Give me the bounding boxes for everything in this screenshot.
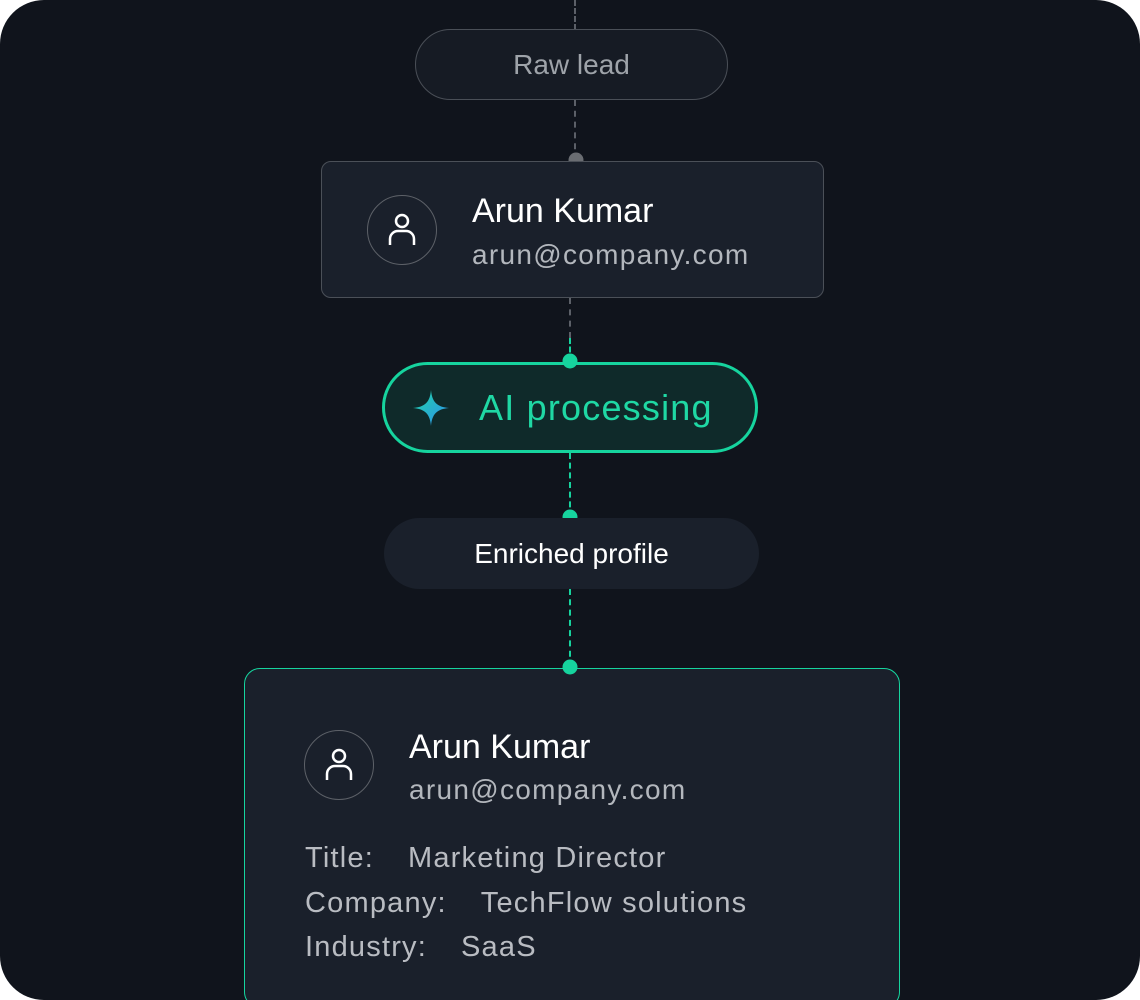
connector-line: [569, 589, 571, 667]
detail-label: Company:: [305, 887, 447, 919]
lead-name: Arun Kumar: [409, 728, 591, 766]
enriched-profile-pill: Enriched profile: [384, 518, 759, 589]
detail-label: Industry:: [305, 931, 428, 963]
lead-email: arun@company.com: [409, 774, 687, 805]
raw-lead-card: Arun Kumar arun@company.com: [321, 161, 824, 298]
connector-dot: [562, 353, 578, 369]
detail-label: Title:: [305, 842, 374, 874]
detail-row-title: Title: Marketing Director: [305, 842, 666, 875]
connector-dot: [562, 659, 578, 675]
raw-lead-label: Raw lead: [513, 48, 630, 80]
ai-processing-label: AI processing: [479, 386, 713, 428]
detail-value: TechFlow solutions: [480, 887, 748, 919]
connector-line: [574, 0, 576, 30]
ai-processing-pill: AI processing: [382, 362, 758, 453]
enriched-profile-card: Arun Kumar arun@company.com Title: Market…: [244, 668, 900, 1000]
enriched-profile-label: Enriched profile: [474, 537, 669, 569]
connector-line: [569, 338, 571, 361]
detail-value: SaaS: [461, 931, 537, 963]
connector-line: [569, 453, 571, 517]
detail-value: Marketing Director: [407, 842, 667, 874]
avatar: [367, 195, 437, 265]
connector-line: [574, 100, 576, 160]
sparkle-icon: [413, 389, 449, 426]
detail-row-company: Company: TechFlow solutions: [305, 887, 747, 920]
detail-row-industry: Industry: SaaS: [305, 931, 537, 964]
avatar: [304, 730, 374, 800]
lead-name: Arun Kumar: [472, 192, 654, 230]
user-icon: [325, 748, 353, 780]
raw-lead-pill: Raw lead: [415, 29, 728, 100]
connector-line: [569, 298, 571, 338]
user-icon: [388, 213, 416, 245]
lead-email: arun@company.com: [472, 239, 750, 270]
